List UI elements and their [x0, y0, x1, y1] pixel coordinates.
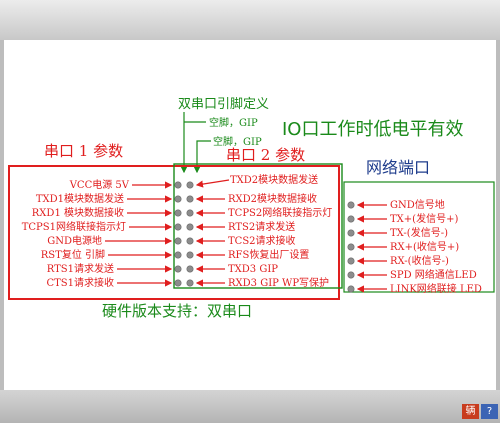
s1-label-6: RTS1请求发送	[47, 262, 114, 275]
serial1-pin-labels: VCC电源 5V TXD1模块数据发送 RXD1 模块数据接收 TCPS1网络联…	[22, 178, 173, 289]
image-canvas: 双串口引脚定义 空脚，GIP 空脚，GIP IO口工作时低电平有效 串口 1 参…	[4, 40, 496, 390]
window-left-frame	[0, 40, 4, 390]
network-box	[343, 181, 495, 293]
window-bottom-frame	[0, 390, 500, 423]
serial2-box	[173, 163, 343, 289]
s2-label-6: TXD3 GIP	[228, 264, 278, 275]
net-label-3: RX+(收信号+)	[390, 240, 459, 253]
s2-label-1: RXD2模块数据接收	[228, 192, 317, 205]
s2-label-0: TXD2模块数据发送	[230, 173, 318, 186]
s1-label-2: RXD1 模块数据接收	[32, 206, 124, 219]
help-icon[interactable]: ?	[481, 404, 498, 419]
s2-label-7: RXD3 GIP WP写保护	[228, 276, 329, 289]
net-label-6: LINK网络联接 LED	[390, 282, 482, 295]
pin-header-serial	[174, 181, 194, 287]
s1-label-7: CTS1请求接收	[46, 276, 114, 289]
net-label-4: RX-(收信号-)	[390, 254, 449, 267]
pin-diagram: 双串口引脚定义 空脚，GIP 空脚，GIP IO口工作时低电平有效 串口 1 参…	[8, 96, 495, 320]
net-label-1: TX+(发信号+)	[390, 212, 458, 225]
s1-label-5: RST复位 引脚	[41, 248, 105, 261]
dual-serial-title: 双串口引脚定义	[178, 96, 269, 112]
s1-label-0: VCC电源 5V	[69, 178, 130, 191]
serial2-pin-labels: TXD2模块数据发送 RXD2模块数据接收 TCPS2网络联接指示灯 RTS2请…	[195, 173, 332, 289]
system-tray: 辆 ?	[462, 404, 498, 419]
pin-header-network	[347, 201, 355, 293]
serial1-title: 串口 1 参数	[44, 142, 123, 160]
serial2-title: 串口 2 参数	[226, 146, 305, 164]
unused-pin-note-1: 空脚，GIP	[209, 116, 258, 129]
network-pin-labels: GND信号地 TX+(发信号+) TX-(发信号-) RX+(收信号+) RX-…	[356, 198, 482, 295]
io-active-low-note: IO口工作时低电平有效	[282, 119, 463, 140]
s2-label-3: RTS2请求发送	[228, 220, 295, 233]
note-leader-2	[193, 140, 211, 174]
s2-label-5: RFS恢复出厂设置	[228, 248, 309, 261]
unused-pin-note-2: 空脚，GIP	[213, 135, 262, 148]
window-top-frame	[0, 0, 500, 40]
net-label-2: TX-(发信号-)	[390, 226, 448, 239]
net-label-5: SPD 网络通信LED	[390, 268, 477, 281]
s2-label-4: TCS2请求接收	[228, 234, 296, 247]
ime-icon[interactable]: 辆	[462, 404, 479, 419]
s1-label-3: TCPS1网络联接指示灯	[22, 220, 126, 233]
hardware-version-note: 硬件版本支持：双串口	[102, 302, 252, 320]
s1-label-1: TXD1模块数据发送	[36, 192, 124, 205]
net-label-0: GND信号地	[390, 198, 445, 211]
window-right-frame	[496, 40, 500, 390]
s2-label-2: TCPS2网络联接指示灯	[228, 206, 332, 219]
s1-label-4: GND电源地	[47, 234, 102, 247]
network-port-title: 网络端口	[366, 158, 430, 177]
